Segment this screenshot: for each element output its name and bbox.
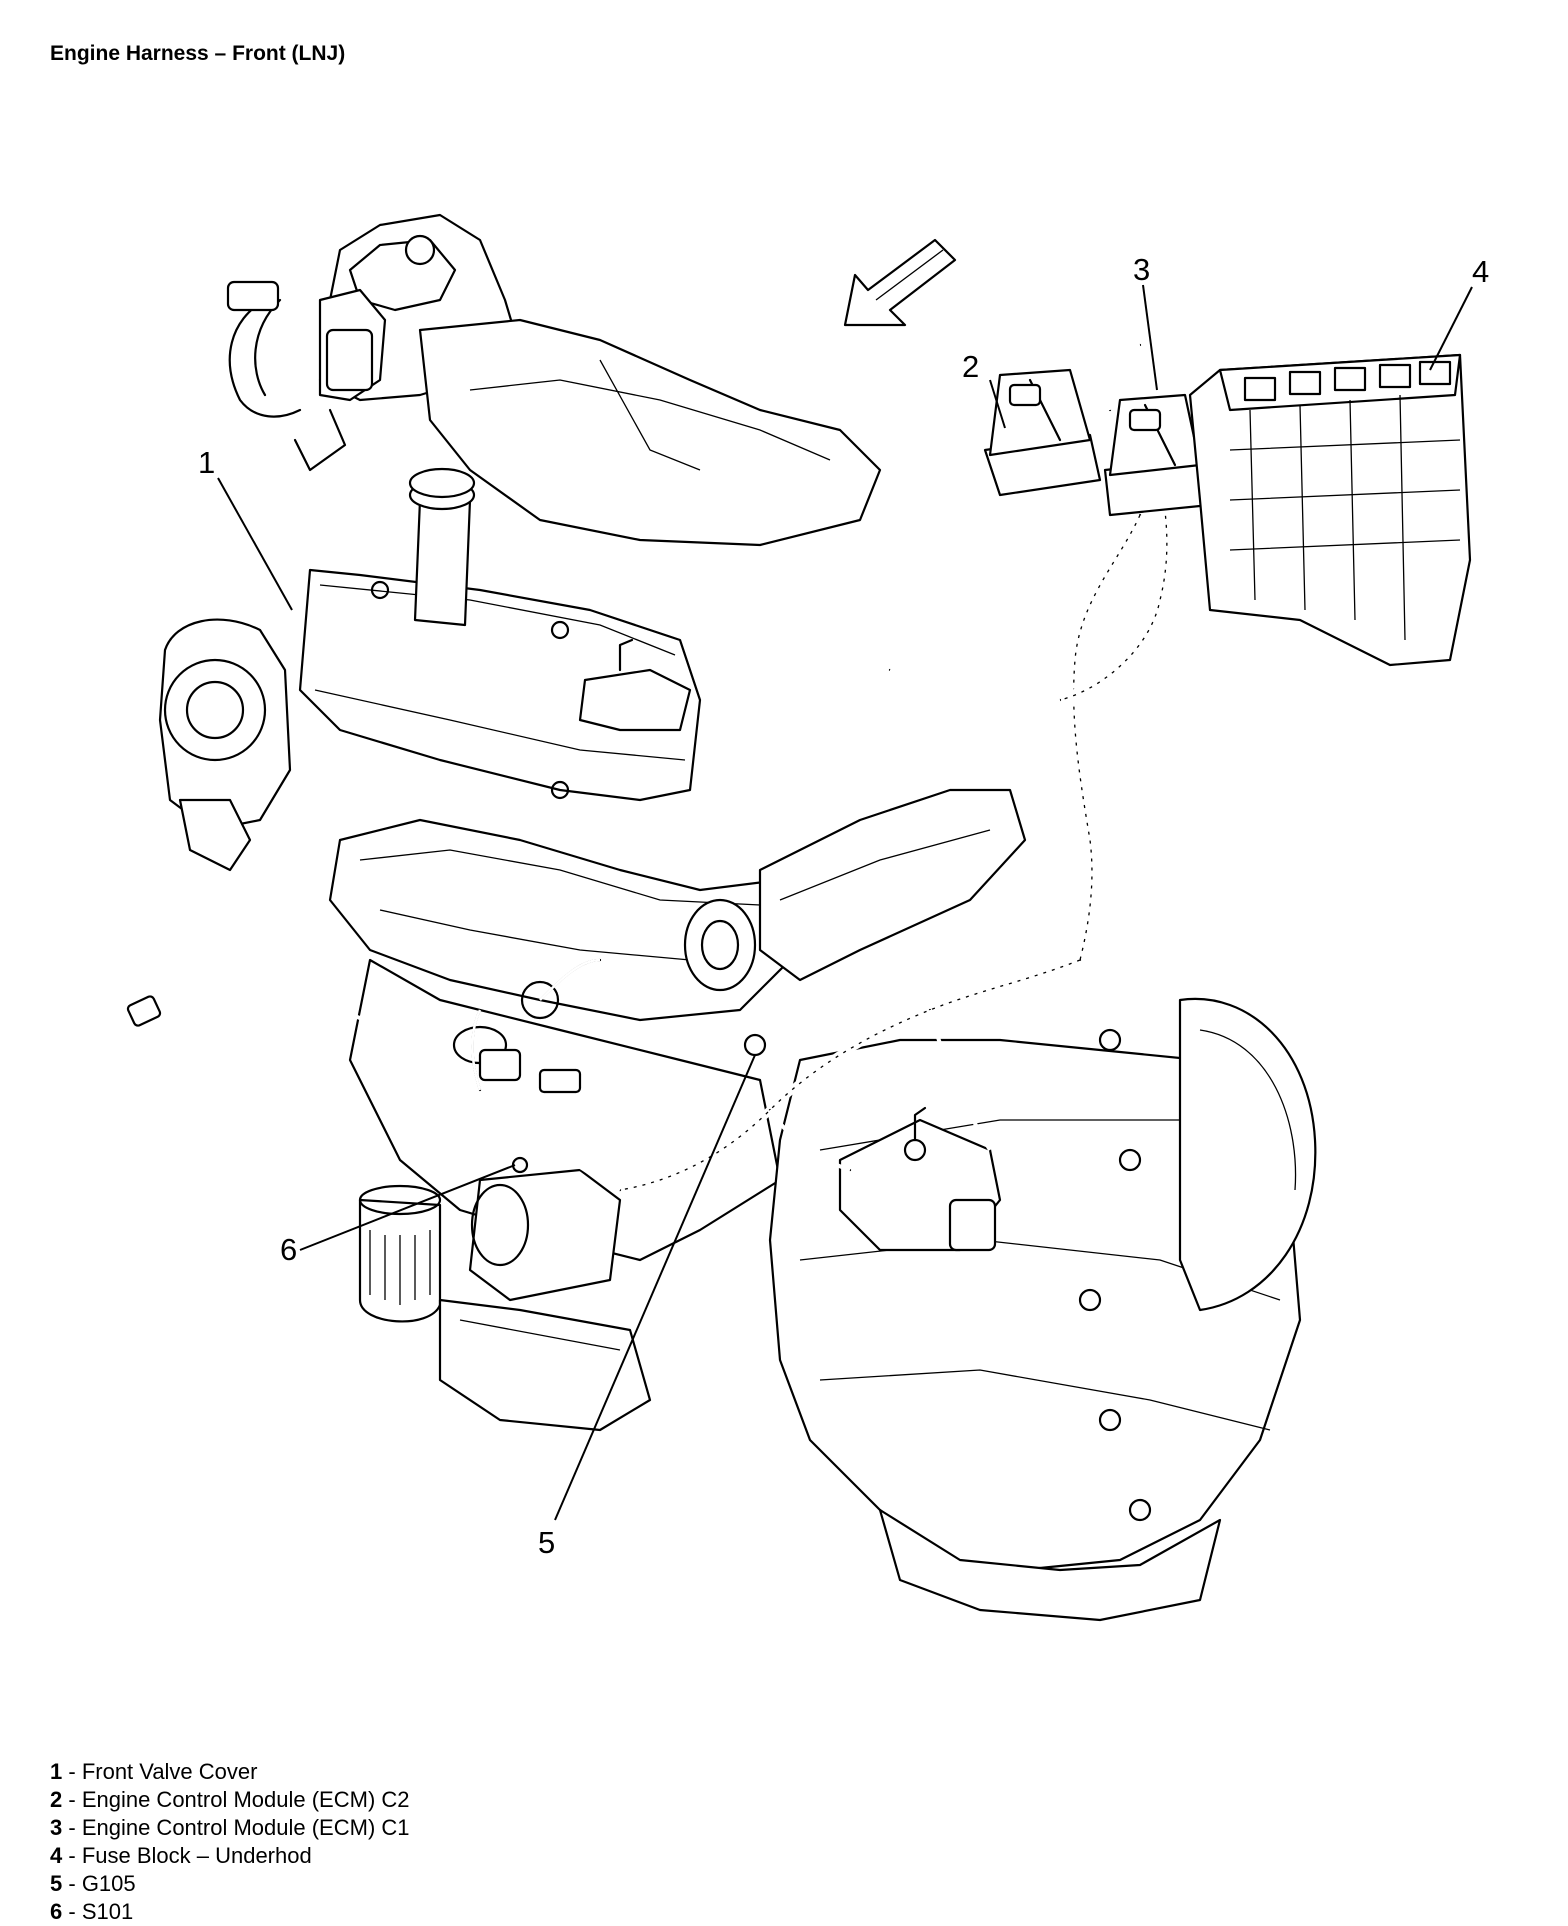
fuse-block-underhood [1188, 353, 1472, 667]
g105-ground-point [743, 1033, 767, 1057]
callout-2: 2 [962, 349, 979, 384]
leader-line-2 [989, 379, 1006, 429]
leader-line-3 [1142, 284, 1158, 391]
callout-5: 5 [538, 1525, 555, 1560]
leader-line-1 [217, 477, 293, 611]
leader-line-5 [554, 1054, 756, 1521]
legend-item: 5 - G105 [50, 1871, 136, 1896]
callout-1: 1 [198, 445, 215, 480]
callout-6: 6 [280, 1232, 297, 1267]
legend-item: 1 - Front Valve Cover [50, 1759, 258, 1784]
ecm-connector-c2 [983, 368, 1102, 497]
legend-item: 6 - S101 [50, 1899, 134, 1924]
legend-item: 4 - Fuse Block – Underhod [50, 1843, 312, 1868]
leader-line-4 [1429, 286, 1473, 371]
legend: 1 - Front Valve Cover 2 - Engine Control… [50, 1758, 410, 1926]
callout-4: 4 [1472, 254, 1489, 289]
legend-item: 3 - Engine Control Module (ECM) C1 [50, 1815, 410, 1840]
page-title: Engine Harness – Front (LNJ) [50, 42, 346, 65]
legend-item: 2 - Engine Control Module (ECM) C2 [50, 1787, 410, 1812]
arrow-down-left-icon [843, 238, 957, 327]
s101-splice-point [511, 1156, 529, 1174]
engine-assembly [158, 213, 1317, 1622]
callout-3: 3 [1133, 252, 1150, 287]
leader-line-6 [299, 1164, 516, 1251]
